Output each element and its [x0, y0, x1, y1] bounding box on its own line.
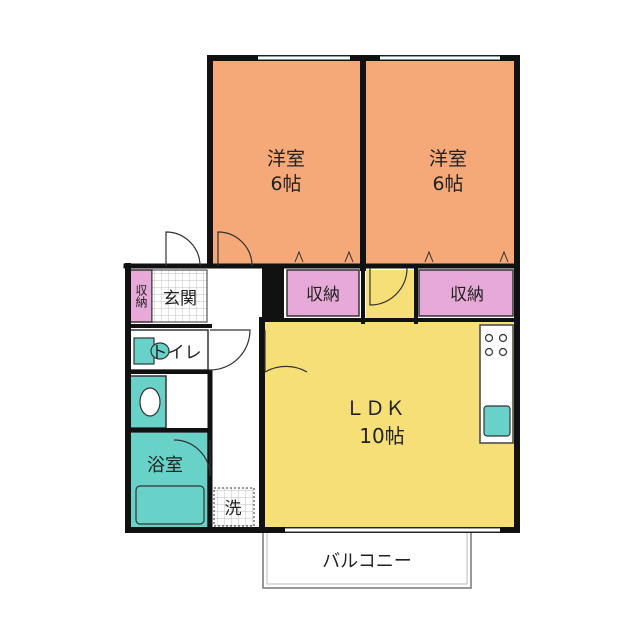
western-room-1-size: 6帖	[270, 173, 301, 195]
hallway	[208, 268, 263, 528]
kitchen-sink	[483, 405, 511, 437]
kitchen-counter	[479, 324, 514, 444]
ldk-floor	[265, 320, 515, 527]
window-frames	[258, 55, 500, 533]
toilet: トイレ	[129, 329, 209, 371]
storage-3: 収納	[129, 269, 153, 323]
western-room-2-floor	[366, 60, 514, 265]
washbasin	[129, 375, 167, 429]
ldk-room: ＬＤＫ 10帖	[265, 270, 515, 527]
laundry: 洗	[213, 487, 255, 527]
entrance-label: 玄関	[163, 289, 197, 309]
ldk-size: 10帖	[359, 424, 404, 448]
bath-label: 浴室	[147, 455, 183, 476]
balcony: バルコニー	[262, 527, 472, 589]
bath: 浴室	[129, 431, 209, 529]
storage-2: 収納	[418, 269, 514, 317]
storage-3-label: 収納	[134, 284, 148, 308]
western-room-1: 洋室 6帖	[213, 60, 360, 265]
storage-1-label: 収納	[306, 285, 340, 305]
western-room-2-size: 6帖	[432, 173, 463, 195]
western-room-1-name: 洋室	[267, 148, 305, 170]
ldk-upper-floor	[366, 270, 416, 322]
western-room-1-floor	[213, 60, 360, 265]
door-swings	[165, 231, 408, 477]
storage-1: 収納	[286, 269, 360, 317]
laundry-label: 洗	[225, 499, 242, 519]
balcony-label: バルコニー	[322, 551, 412, 572]
entrance: 玄関	[151, 269, 208, 323]
western-room-2-name: 洋室	[429, 148, 467, 170]
closet-markers	[294, 250, 509, 263]
western-room-2: 洋室 6帖	[366, 60, 514, 265]
storage-2-label: 収納	[450, 285, 484, 305]
ldk-name: ＬＤＫ	[345, 396, 405, 420]
walls	[123, 55, 520, 533]
windows	[258, 56, 500, 532]
toilet-label: トイレ	[151, 343, 202, 363]
